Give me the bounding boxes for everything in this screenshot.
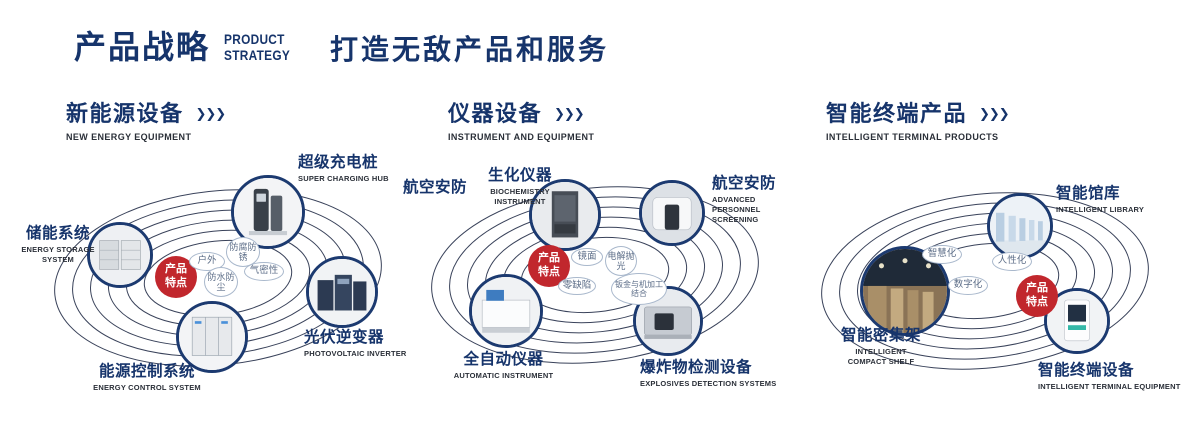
- product-name: 智能密集架: [840, 327, 921, 344]
- screening-machine-image: [642, 183, 702, 243]
- intelligent-compact-shelf-photo: [860, 246, 950, 336]
- feature-bubble-outdoor: 户外: [189, 252, 225, 271]
- section-title: 智能终端产品: [826, 101, 968, 126]
- super-charging-hub-photo: [231, 175, 305, 249]
- charging-pile-image: [234, 178, 302, 246]
- label-intelligent-terminal: 智能终端设备 INTELLIGENT TERMINAL EQUIPMENT: [1038, 358, 1188, 392]
- triple-chevron-icon: ❯❯❯: [979, 105, 1010, 121]
- label-aviation-security-left: 航空安防: [403, 179, 468, 196]
- section-subtitle: INSTRUMENT AND EQUIPMENT: [448, 132, 595, 142]
- product-name-english: PHOTOVOLTAIC INVERTER: [304, 349, 407, 358]
- triple-chevron-icon: ❯❯❯: [554, 105, 585, 121]
- product-name-english: INTELLIGENT COMPACT SHELF: [847, 347, 915, 366]
- product-name: 爆炸物检测设备: [640, 359, 753, 376]
- product-name-english: INTELLIGENT TERMINAL EQUIPMENT: [1038, 382, 1181, 391]
- section-header-new-energy: 新能源设备 ❯❯❯ NEW ENERGY EQUIPMENT: [66, 96, 227, 142]
- feature-bubble-waterproof: 防水防尘: [204, 267, 238, 297]
- product-features-badge: 产品特点: [1016, 275, 1058, 317]
- label-biochemistry-instrument: 生化仪器 BIOCHEMISTRY INSTRUMENT: [472, 163, 568, 207]
- control-cabinet-image: [179, 304, 245, 370]
- product-name-english: SUPER CHARGING HUB: [298, 174, 389, 183]
- section-header-intelligent-terminal: 智能终端产品 ❯❯❯ INTELLIGENT TERMINAL PRODUCTS: [826, 96, 1010, 142]
- product-name-english: ENERGY CONTROL SYSTEM: [93, 383, 201, 392]
- label-photovoltaic-inverter: 光伏逆变器 PHOTOVOLTAIC INVERTER: [304, 325, 407, 359]
- product-name: 航空安防: [712, 175, 777, 192]
- page-title-english-line2: STRATEGY: [224, 47, 291, 63]
- energy-storage-photo: [87, 222, 153, 288]
- label-super-charging-hub: 超级充电桩 SUPER CHARGING HUB: [298, 150, 389, 184]
- analyzer-image: [472, 277, 540, 345]
- feature-bubble-smart: 智慧化: [922, 245, 962, 264]
- feature-bubble-airtight: 气密性: [244, 262, 284, 281]
- page-title-english: PRODUCT STRATEGY: [224, 31, 291, 63]
- section-title: 新能源设备: [66, 101, 184, 126]
- feature-bubble-mirror: 镜面: [571, 248, 603, 266]
- automatic-instrument-photo: [469, 274, 543, 348]
- photovoltaic-inverter-photo: [306, 256, 378, 328]
- page-title: 产品战略: [74, 29, 211, 65]
- label-energy-control: 能源控制系统 ENERGY CONTROL SYSTEM: [78, 359, 216, 393]
- section-subtitle: INTELLIGENT TERMINAL PRODUCTS: [826, 132, 999, 142]
- product-name: 光伏逆变器: [304, 329, 385, 346]
- intelligent-terminal-photo: [1044, 288, 1110, 354]
- label-personnel-screening: 航空安防 ADVANCED PERSONNEL SCREENING: [712, 171, 832, 224]
- library-room-image: [990, 196, 1050, 256]
- triple-chevron-icon: ❯❯❯: [195, 105, 227, 121]
- product-name: 能源控制系统: [98, 363, 195, 380]
- product-features-badge-label: 产品特点: [1026, 282, 1048, 308]
- product-name-english: INTELLIGENT LIBRARY: [1056, 205, 1145, 214]
- label-intelligent-compact-shelf: 智能密集架 INTELLIGENT COMPACT SHELF: [824, 323, 938, 367]
- product-name-english: EXPLOSIVES DETECTION SYSTEMS: [640, 379, 777, 388]
- product-name-english: ADVANCED PERSONNEL SCREENING: [712, 195, 761, 224]
- feature-bubble-sheetmetal-machining: 钣金与机加工结合: [611, 273, 667, 305]
- intelligent-library-photo: [987, 193, 1053, 259]
- biochemistry-instrument-photo: [529, 179, 601, 251]
- biochemistry-cabinet-image: [532, 182, 598, 248]
- product-name: 智能馆库: [1056, 185, 1121, 202]
- label-automatic-instrument: 全自动仪器 AUTOMATIC INSTRUMENT: [446, 347, 561, 381]
- label-explosives-detection: 爆炸物检测设备 EXPLOSIVES DETECTION SYSTEMS: [640, 355, 780, 389]
- product-features-badge-label: 产品特点: [538, 252, 560, 278]
- storage-cabinet-image: [90, 225, 150, 285]
- tagline: 打造无敌产品和服务: [330, 34, 610, 65]
- personnel-screening-photo: [639, 180, 705, 246]
- label-energy-storage: 储能系统 ENERGY STORAGE SYSTEM: [12, 221, 104, 265]
- product-features-badge-label: 产品特点: [165, 263, 187, 289]
- section-subtitle: NEW ENERGY EQUIPMENT: [66, 132, 192, 142]
- feature-bubble-digital: 数字化: [948, 276, 988, 295]
- product-name: 全自动仪器: [463, 351, 544, 368]
- feature-bubble-anticorrosion: 防腐防锈: [226, 237, 260, 267]
- feature-bubble-humanized: 人性化: [992, 252, 1032, 271]
- product-name: 超级充电桩: [298, 154, 379, 171]
- section-title: 仪器设备: [448, 101, 543, 126]
- product-name-english: AUTOMATIC INSTRUMENT: [453, 371, 554, 380]
- feature-bubble-electropolish: 电解抛光: [605, 246, 637, 276]
- label-intelligent-library: 智能馆库 INTELLIGENT LIBRARY: [1056, 181, 1176, 215]
- product-name-english: ENERGY STORAGE SYSTEM: [21, 245, 95, 264]
- feature-bubble-zero-defect: 零缺陷: [558, 277, 596, 295]
- product-name-english: BIOCHEMISTRY INSTRUMENT: [490, 187, 550, 206]
- product-name: 储能系统: [25, 225, 90, 242]
- product-name: 智能终端设备: [1038, 362, 1135, 379]
- energy-control-photo: [176, 301, 248, 373]
- inverter-cabinet-image: [309, 259, 375, 325]
- section-header-instruments: 仪器设备 ❯❯❯ INSTRUMENT AND EQUIPMENT: [448, 96, 594, 142]
- product-name: 生化仪器: [487, 167, 552, 184]
- page-title-english-line1: PRODUCT: [224, 31, 285, 48]
